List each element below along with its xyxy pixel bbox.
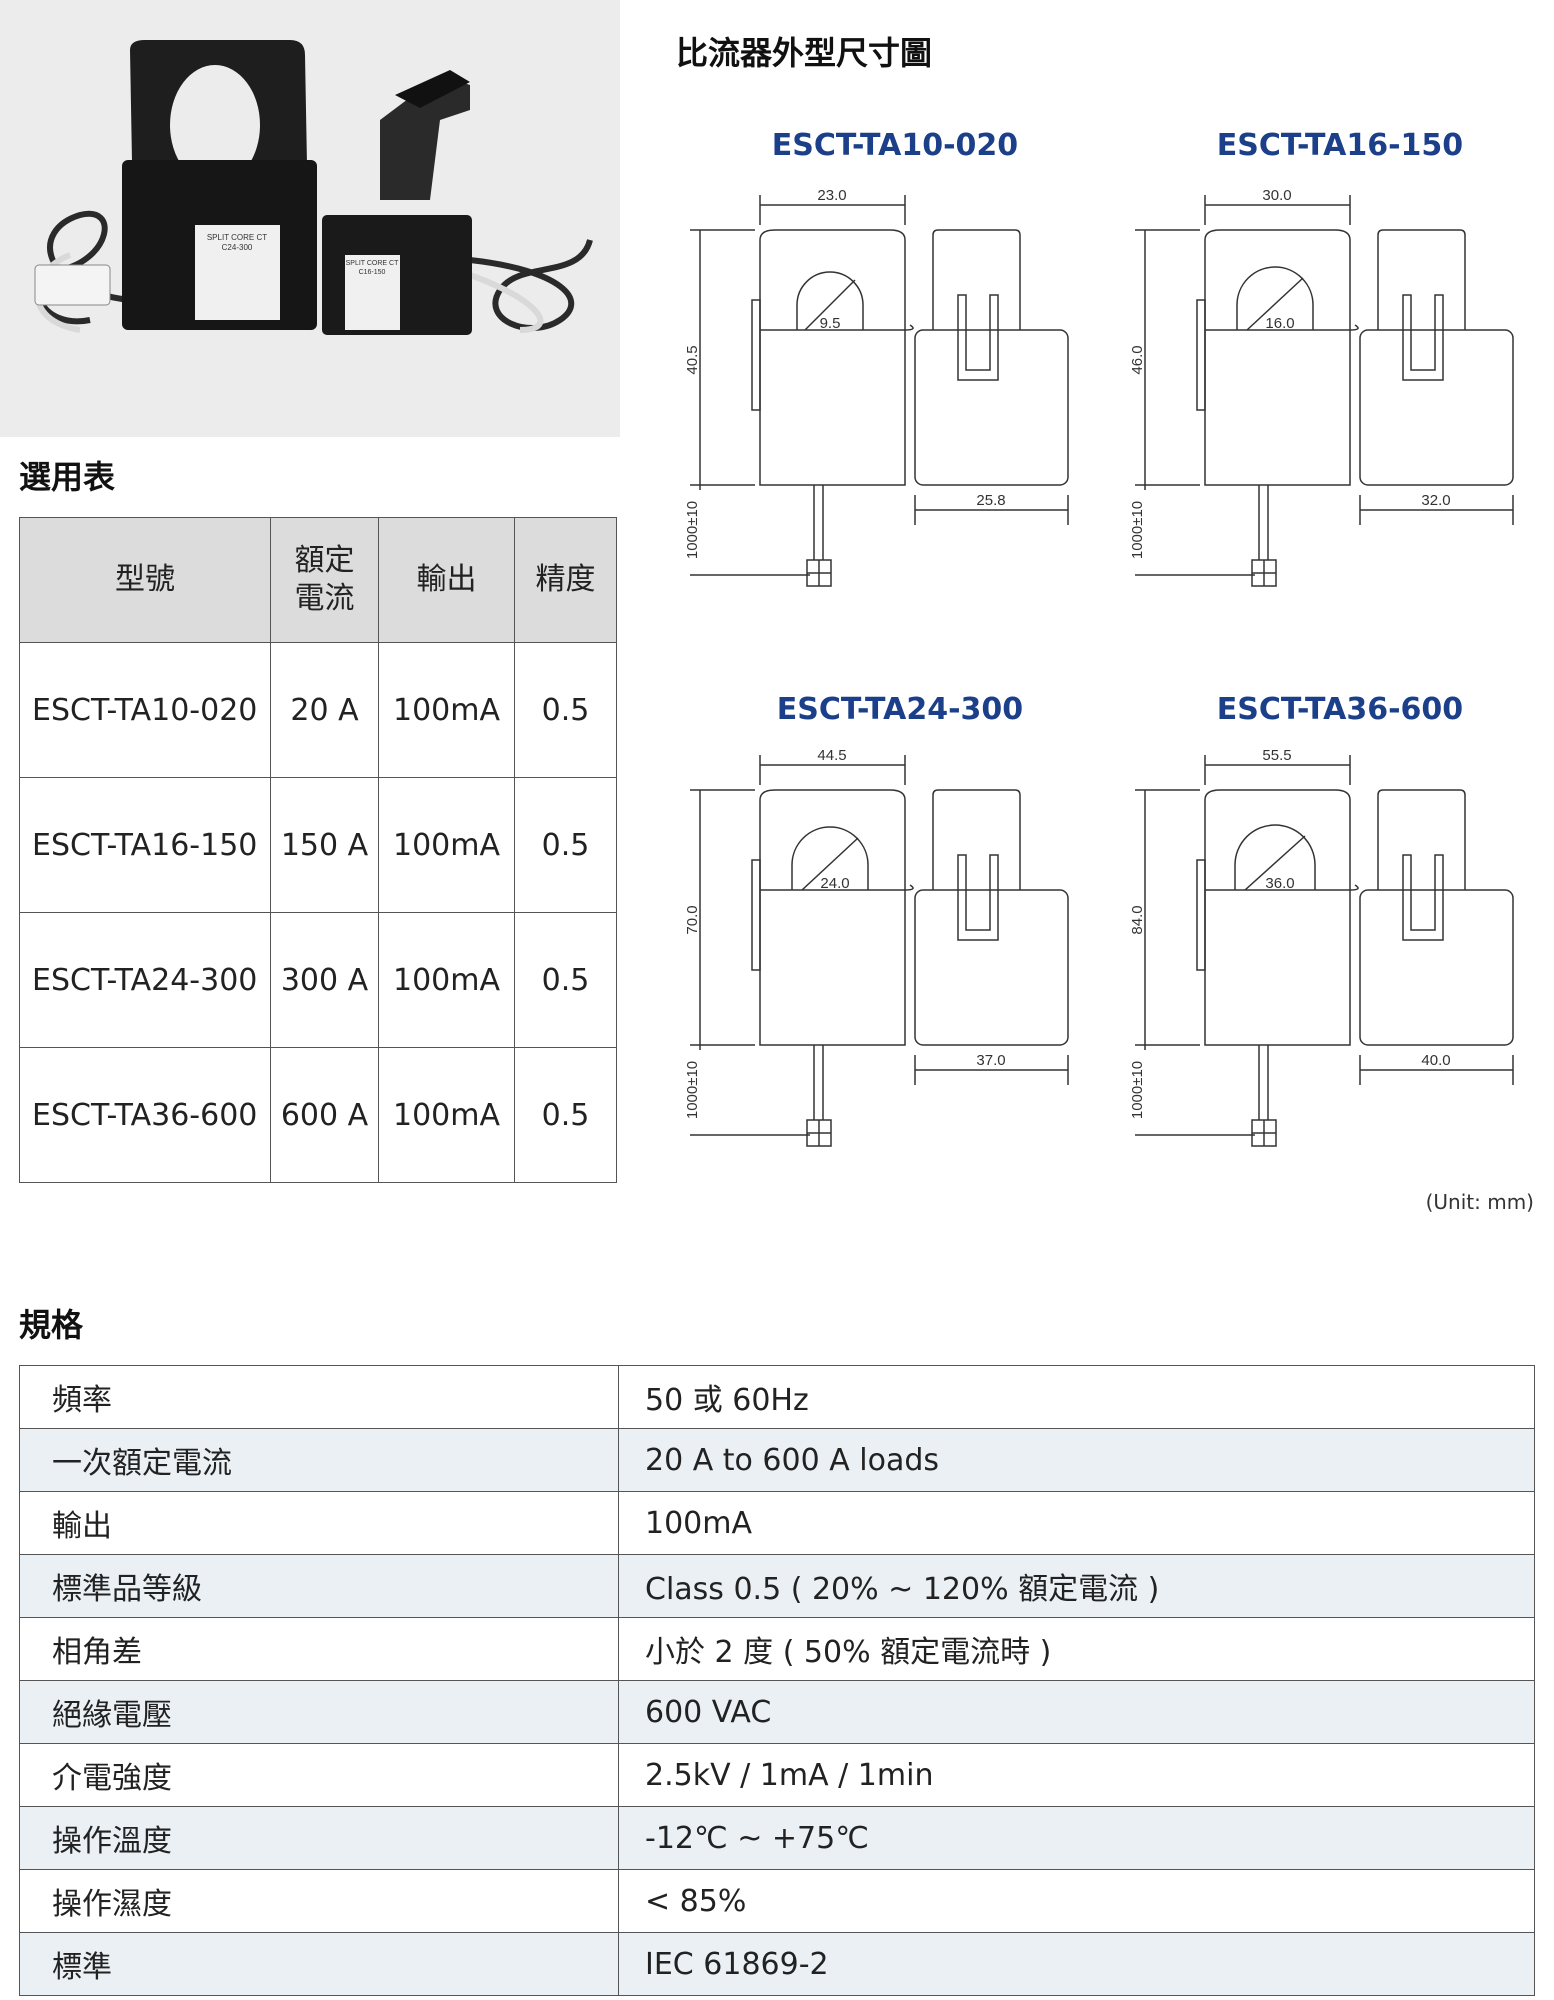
cell-output: 100mA (378, 777, 515, 913)
spec-value: 20 A to 600 A loads (618, 1428, 1535, 1492)
cell-accuracy: 0.5 (514, 777, 617, 913)
dimension-diagram: 55.5 36.0 84.0 1000±10 40.0 (1129, 747, 1514, 1147)
cell-accuracy: 0.5 (514, 1047, 617, 1183)
header-accuracy: 精度 (514, 517, 617, 643)
cell-output: 100mA (378, 912, 515, 1048)
diagram-model-title: ESCT-TA24-300 (776, 692, 1024, 727)
cell-accuracy: 0.5 (514, 642, 617, 778)
cell-model: ESCT-TA10-020 (19, 642, 271, 778)
spec-key: 一次額定電流 (19, 1428, 619, 1492)
cell-current: 150 A (270, 777, 379, 913)
spec-key: 相角差 (19, 1617, 619, 1681)
dim-height-label: 70.0 (684, 905, 701, 934)
large-ct-label-line1: SPLIT CORE CT (207, 233, 267, 242)
cell-current: 600 A (270, 1047, 379, 1183)
spec-key: 標準 (19, 1932, 619, 1996)
dim-width-label: 44.5 (817, 747, 846, 764)
spec-value: Class 0.5 ( 20% ~ 120% 額定電流 ) (618, 1554, 1535, 1618)
selection-table: 型號 額定 電流 輸出 精度 ESCT-TA10-020 20 A 100mA … (19, 517, 617, 1183)
spec-key: 頻率 (19, 1365, 619, 1429)
table-row: 相角差小於 2 度 ( 50% 額定電流時 ) (19, 1617, 1535, 1681)
table-row: ESCT-TA16-150 150 A 100mA 0.5 (19, 777, 617, 913)
cell-model: ESCT-TA16-150 (19, 777, 271, 913)
spec-value: 600 VAC (618, 1680, 1535, 1744)
diagram-model-title: ESCT-TA16-150 (1216, 128, 1464, 163)
spec-table-title: 規格 (19, 1306, 84, 1344)
table-row: ESCT-TA24-300 300 A 100mA 0.5 (19, 912, 617, 1048)
cell-output: 100mA (378, 642, 515, 778)
spec-value: 50 或 60Hz (618, 1365, 1535, 1429)
spec-key: 標準品等級 (19, 1554, 619, 1618)
split-core-ct-photo: SPLIT CORE CT C24-300 SPLIT CORE CT C16-… (0, 0, 620, 437)
cell-accuracy: 0.5 (514, 912, 617, 1048)
diagram-model-title: ESCT-TA10-020 (771, 128, 1019, 163)
product-photo: SPLIT CORE CT C24-300 SPLIT CORE CT C16-… (0, 0, 620, 437)
diagram-model-title: ESCT-TA36-600 (1216, 692, 1464, 727)
dim-cable-label: 1000±10 (1129, 1061, 1146, 1119)
spec-value: 2.5kV / 1mA / 1min (618, 1743, 1535, 1807)
dim-hole-label: 9.5 (820, 315, 841, 332)
cell-model: ESCT-TA24-300 (19, 912, 271, 1048)
header-rated-current-line1: 額定 (294, 543, 355, 578)
dimension-section-title: 比流器外型尺寸圖 (676, 34, 933, 72)
spec-key: 操作濕度 (19, 1869, 619, 1933)
cell-current: 300 A (270, 912, 379, 1048)
dim-cable-label: 1000±10 (684, 1061, 701, 1119)
table-row: 操作溫度-12℃ ~ +75℃ (19, 1806, 1535, 1870)
spec-value: 100mA (618, 1491, 1535, 1555)
table-row: ESCT-TA36-600 600 A 100mA 0.5 (19, 1047, 617, 1183)
dim-hole-label: 16.0 (1265, 315, 1294, 332)
spec-key: 輸出 (19, 1491, 619, 1555)
dim-width-label: 23.0 (817, 187, 846, 204)
small-ct-label-line1: SPLIT CORE CT (346, 260, 399, 267)
header-model: 型號 (19, 517, 271, 643)
dim-depth-label: 25.8 (976, 492, 1005, 509)
dim-cable-label: 1000±10 (684, 501, 701, 559)
table-row: 操作濕度< 85% (19, 1869, 1535, 1933)
dim-height-label: 46.0 (1129, 345, 1146, 374)
dimension-diagram: 23.0 9.5 40.5 1000±10 25.8 (684, 187, 1069, 587)
spec-value: IEC 61869-2 (618, 1932, 1535, 1996)
header-rated-current: 額定 電流 (270, 517, 379, 643)
dim-hole-label: 36.0 (1265, 875, 1294, 892)
dim-width-label: 55.5 (1262, 747, 1291, 764)
dimension-diagram: 30.0 16.0 46.0 1000±10 32.0 (1129, 187, 1514, 587)
spec-key: 操作溫度 (19, 1806, 619, 1870)
spec-value: -12℃ ~ +75℃ (618, 1806, 1535, 1870)
unit-note: (Unit: mm) (1425, 1190, 1534, 1214)
selection-table-title: 選用表 (19, 458, 116, 496)
spec-key: 絕緣電壓 (19, 1680, 619, 1744)
spec-value: < 85% (618, 1869, 1535, 1933)
large-ct-label-line2: C24-300 (222, 243, 253, 252)
dimension-diagram: 44.5 24.0 70.0 1000±10 37.0 (684, 747, 1069, 1147)
spec-key: 介電強度 (19, 1743, 619, 1807)
selection-table-header-row: 型號 額定 電流 輸出 精度 (19, 517, 617, 643)
dim-hole-label: 24.0 (820, 875, 849, 892)
dim-height-label: 40.5 (684, 345, 701, 374)
cell-output: 100mA (378, 1047, 515, 1183)
header-output: 輸出 (378, 517, 515, 643)
header-rated-current-line2: 電流 (294, 581, 355, 616)
dim-depth-label: 37.0 (976, 1052, 1005, 1069)
cell-model: ESCT-TA36-600 (19, 1047, 271, 1183)
dim-height-label: 84.0 (1129, 905, 1146, 934)
small-ct-label-line2: C16-150 (359, 269, 386, 276)
cell-current: 20 A (270, 642, 379, 778)
dim-depth-label: 32.0 (1421, 492, 1450, 509)
dim-cable-label: 1000±10 (1129, 501, 1146, 559)
dim-width-label: 30.0 (1262, 187, 1291, 204)
table-row: ESCT-TA10-020 20 A 100mA 0.5 (19, 642, 617, 778)
dim-depth-label: 40.0 (1421, 1052, 1450, 1069)
spec-value: 小於 2 度 ( 50% 額定電流時 ) (618, 1617, 1535, 1681)
